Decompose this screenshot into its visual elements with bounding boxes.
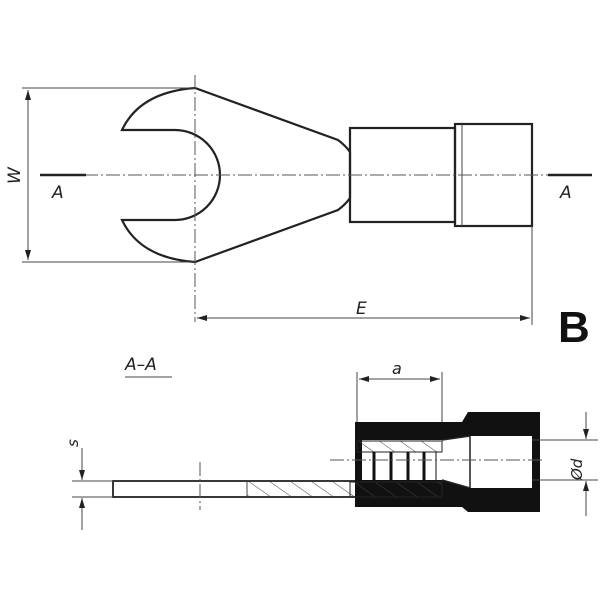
dimension-a-label: a [392,359,402,378]
section-title: A–A [124,355,157,375]
section-view: A–A a s [64,355,598,530]
dimension-w-label: W [5,166,25,184]
serrations [372,452,437,481]
dimension-s-label: s [64,439,82,447]
dimension-e-label: E [356,299,367,319]
top-view: A A W E B [5,75,592,352]
dimension-d-label: Ød [568,458,586,481]
variant-label: B [558,303,590,352]
fork-outline [120,86,352,264]
section-mark-right: A [559,183,572,203]
section-mark-left: A [51,183,64,203]
